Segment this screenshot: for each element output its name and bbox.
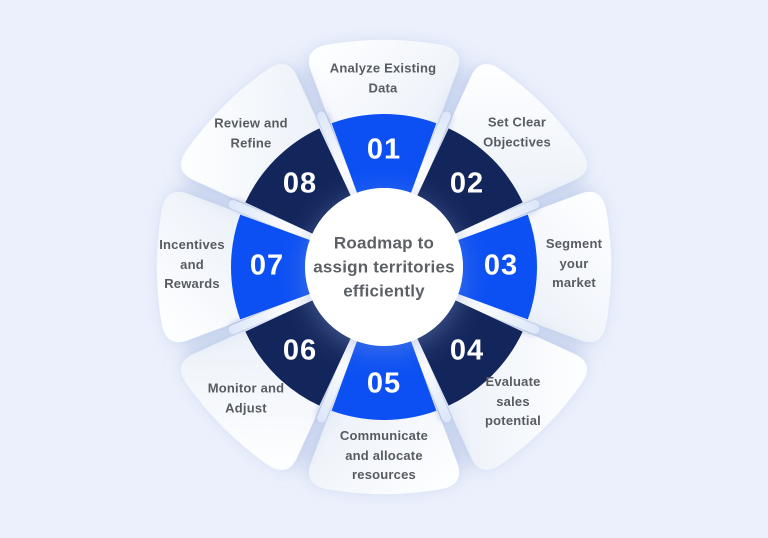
separator-band-3 — [437, 286, 540, 335]
step-number-04: 04 — [449, 334, 485, 367]
separator-band-7 — [228, 199, 331, 248]
center-circle — [305, 188, 463, 346]
separator-band-6 — [228, 286, 331, 335]
ring-segment-08 — [245, 128, 352, 235]
ring-segment-01 — [331, 114, 437, 194]
step-number-08: 08 — [282, 167, 318, 200]
separator-band-1 — [403, 111, 452, 214]
ring-segment-07 — [231, 214, 311, 320]
step-label-06: Monitor and Adjust — [207, 380, 285, 416]
ring-segment-03 — [457, 214, 537, 320]
step-number-06: 06 — [282, 334, 318, 367]
step-label-08: Review and Refine — [214, 115, 288, 151]
separator-band-4 — [403, 320, 452, 423]
ring-segment-06 — [245, 299, 352, 406]
step-label-03: Segment your market — [545, 235, 603, 290]
step-number-03: 03 — [483, 249, 519, 282]
step-number-01: 01 — [366, 133, 402, 166]
separator-band-8 — [316, 111, 365, 214]
ring-segment-05 — [331, 340, 437, 420]
separator-band-2 — [437, 199, 540, 248]
step-number-07: 07 — [249, 249, 285, 282]
step-number-05: 05 — [366, 367, 402, 400]
step-label-01: Analyze Existing Data — [329, 60, 437, 96]
separator-band-5 — [316, 320, 365, 423]
step-label-04: Evaluate sales potential — [485, 373, 541, 428]
step-label-02: Set Clear Objectives — [483, 114, 551, 150]
ring-segment-04 — [416, 299, 523, 406]
step-label-07: Incentives and Rewards — [159, 236, 225, 291]
center-title: Roadmap to assign territories efficientl… — [313, 233, 455, 300]
step-number-02: 02 — [449, 167, 485, 200]
ring-segment-02 — [416, 128, 523, 235]
step-label-05: Communicate and allocate resources — [339, 427, 429, 482]
